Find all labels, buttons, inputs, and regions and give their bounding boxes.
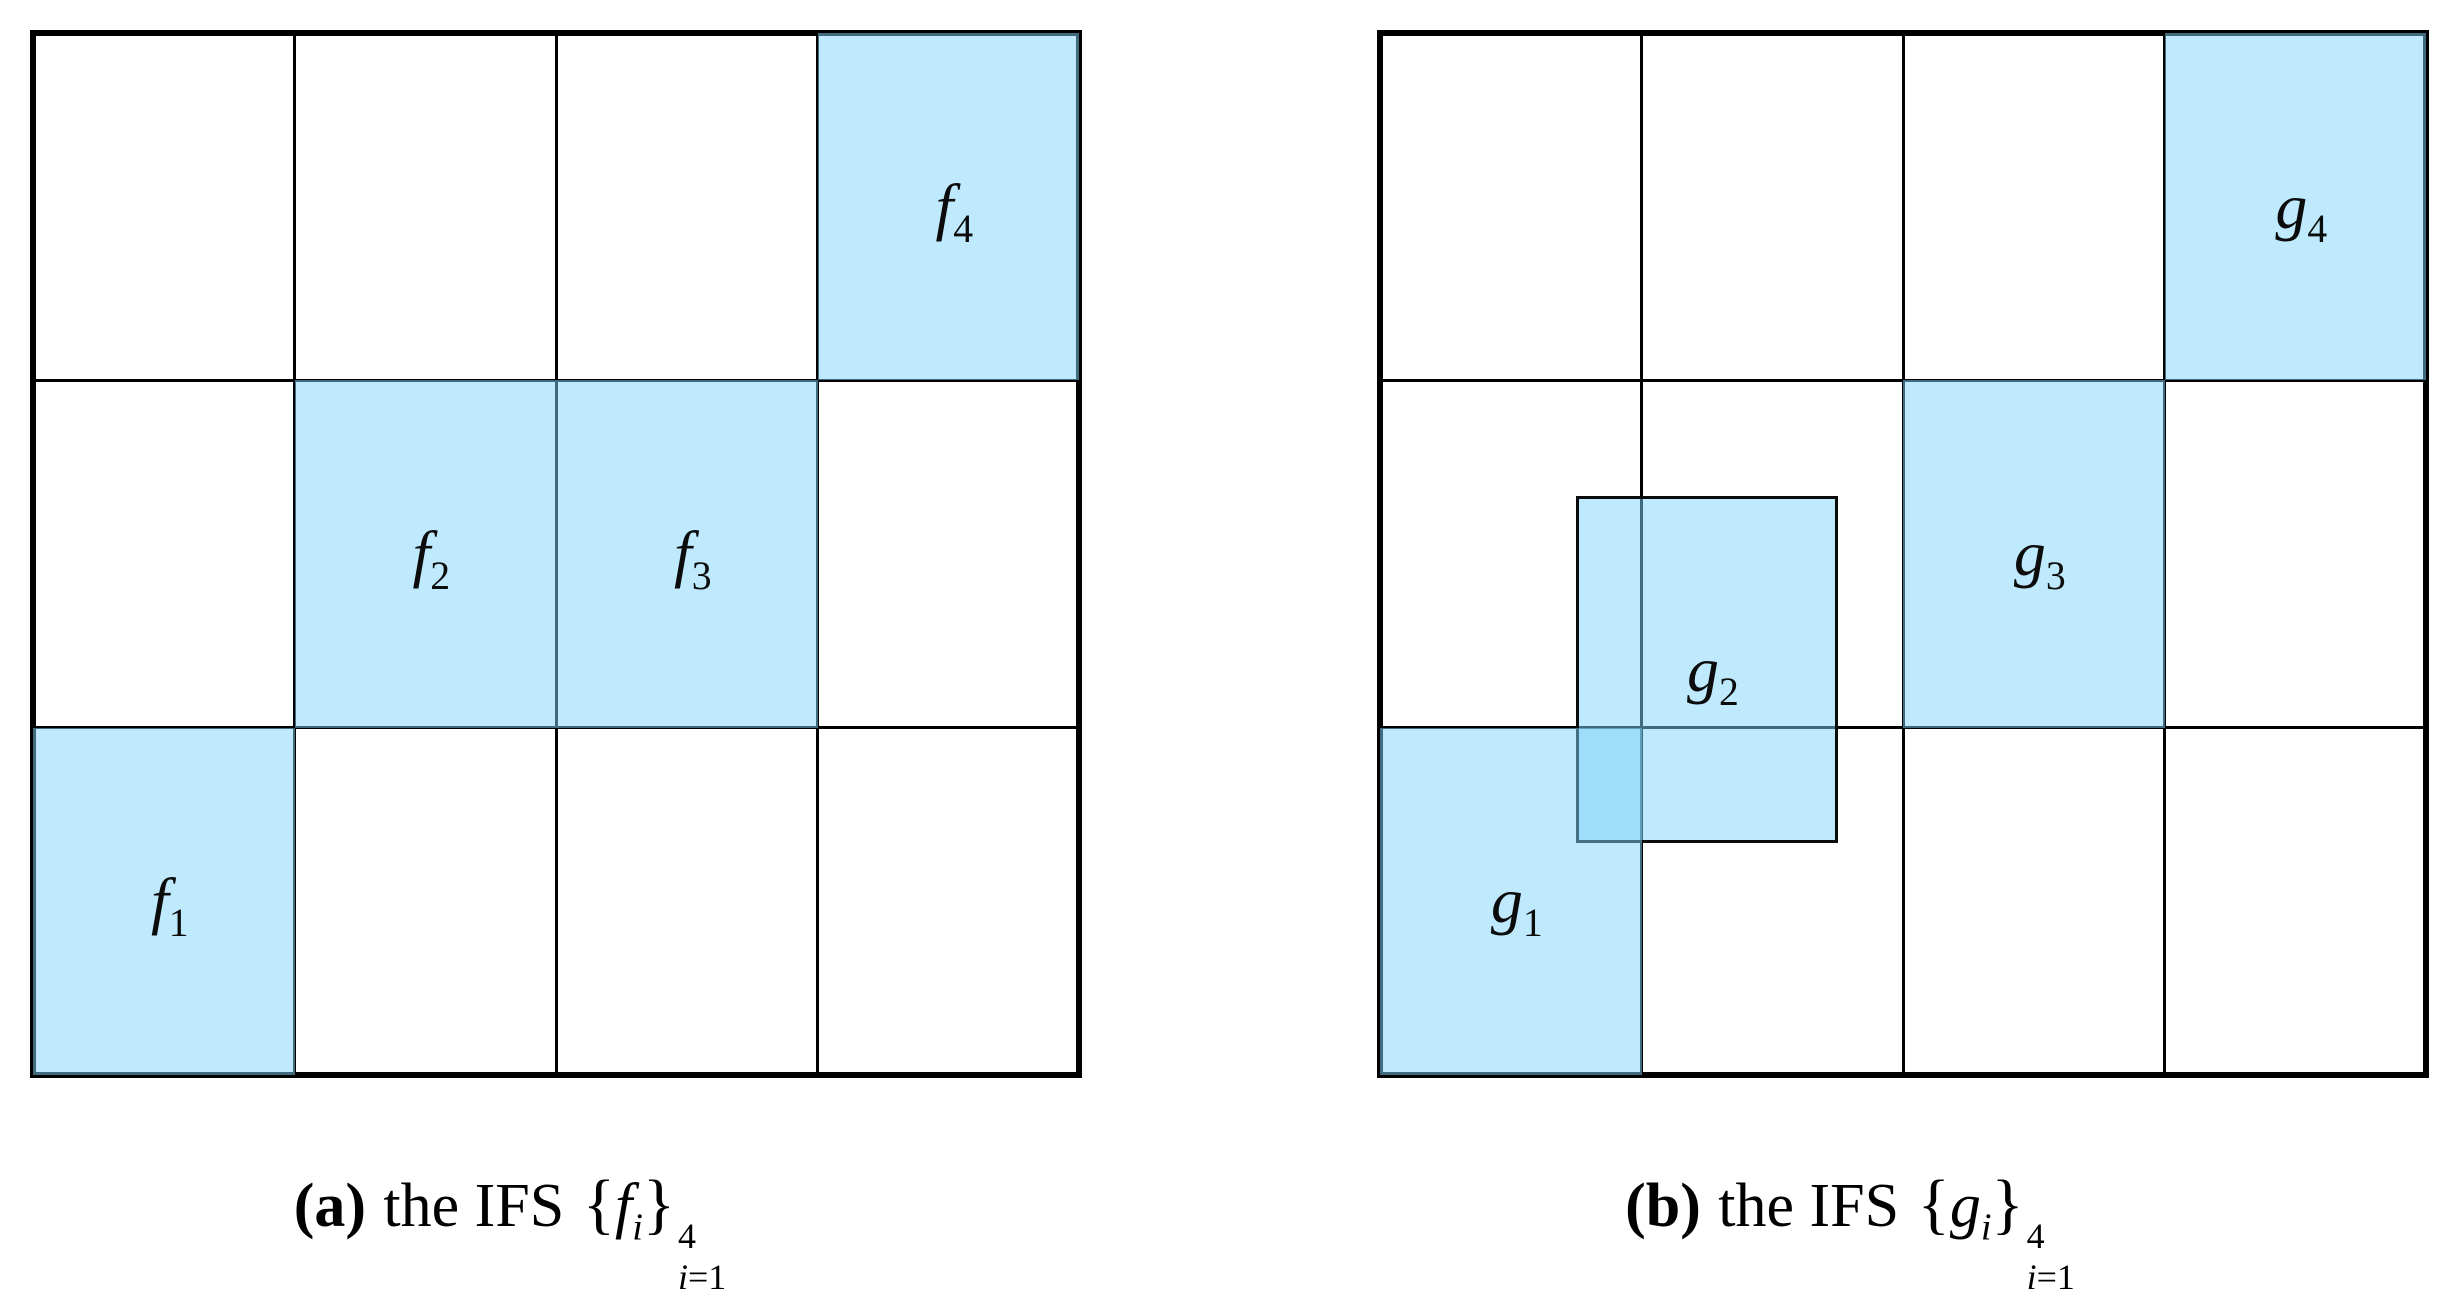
cell-label: g2 [1687,637,1739,711]
cell-label-sub: 1 [168,901,189,946]
grid-line-horizontal [33,726,1079,730]
grid-line-vertical [2163,33,2166,1075]
brace-open: { [1917,1167,1950,1241]
cell-label-sub: 2 [1718,669,1739,714]
caption-b-sub-i: i [2026,1256,2037,1297]
caption-a-var-sub-i: i [632,1206,643,1249]
ifs-cell-f3: f3 [556,380,818,728]
cell-label-sub: 3 [2045,553,2066,598]
ifs-cell-f1: f1 [33,727,295,1075]
cell-label-sub: 3 [691,553,712,598]
cell-label-var: f [673,517,692,589]
cell-label-var: f [150,865,169,937]
caption-b-sub: i=1 [2027,1257,2075,1297]
caption-a-text: the IFS [383,1172,565,1240]
caption-b-label: (b) [1625,1172,1701,1240]
cell-label-sub: 4 [953,206,974,251]
caption-b-var-sub: i [1981,1206,1992,1248]
ifs-cell-g3: g3 [1903,380,2165,728]
caption-b-var: g [1949,1172,1981,1240]
grid-border-left [33,33,36,1075]
ifs-cell-f4: f4 [817,33,1079,381]
cell-label-var: g [2275,170,2308,242]
cell-label: f3 [674,521,712,595]
caption-a-var: f [614,1172,633,1240]
caption-b-text: the IFS [1718,1172,1900,1240]
ifs-cell-g1: g1 [1380,727,1642,1075]
brace-close: } [1991,1167,2024,1241]
grid-border-left [1380,33,1383,1075]
caption-a-sub-rest: =1 [688,1256,727,1297]
cell-label-var: f [412,517,431,589]
ifs-cell-g4: g4 [2164,33,2426,381]
cell-label: f1 [151,869,189,943]
caption-b-sub-rest: =1 [2036,1256,2075,1297]
caption-a-sub-i: i [678,1256,689,1297]
caption-a-sup: 4 [678,1216,696,1257]
caption-b-sup: 4 [2026,1216,2045,1257]
cell-label: g4 [2275,174,2327,248]
cell-label-var: f [935,170,954,242]
cell-label-var: g [1686,633,1719,705]
caption-a-var-sub: i [632,1206,643,1248]
grid-border-right [2423,33,2426,1075]
cell-label-sub: 1 [1522,901,1543,946]
caption-a-label: (a) [293,1172,366,1240]
ifs-cell-f2: f2 [294,380,556,728]
caption-a-sub: i=1 [678,1257,726,1297]
brace-open: { [582,1167,615,1241]
cell-label: f2 [412,521,450,595]
cell-label: g1 [1491,869,1543,943]
cell-label-sub: 4 [2307,206,2328,251]
cell-label: g3 [2014,521,2066,595]
grid-border-right [1076,33,1079,1075]
brace-close: } [642,1167,676,1241]
cell-label-var: g [2013,517,2046,589]
cell-label-sub: 2 [430,553,451,598]
grid-line-horizontal [1380,726,2426,730]
cell-label-var: g [1490,865,1523,937]
cell-label: f4 [935,174,973,248]
caption-b-var-sub-i: i [1980,1206,1992,1249]
grid-line-vertical [816,33,819,1075]
